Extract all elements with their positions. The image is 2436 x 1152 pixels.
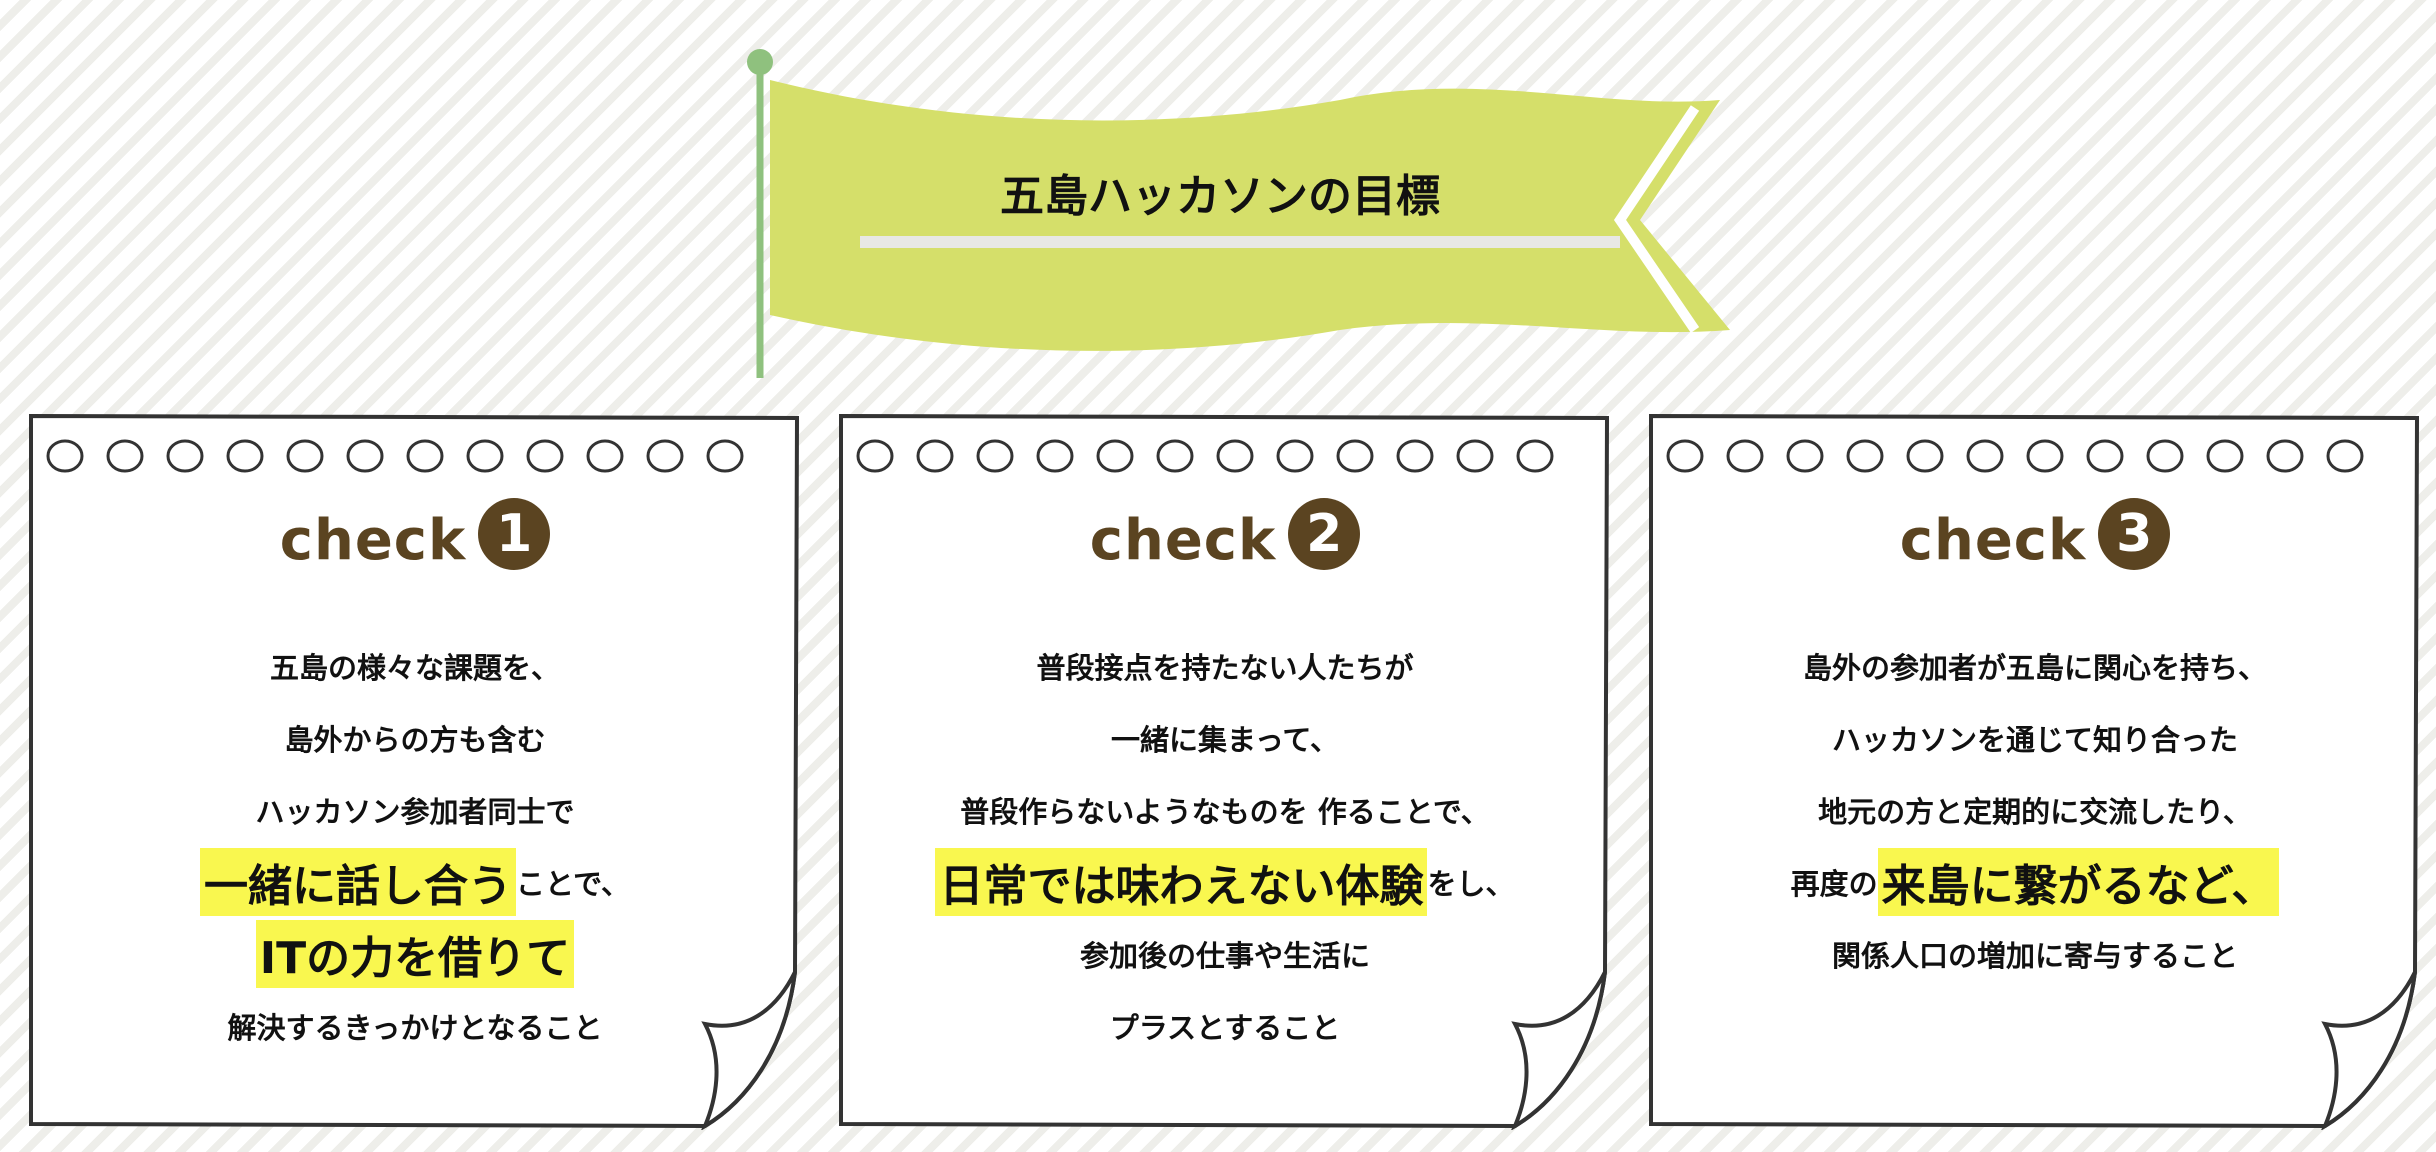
- description-line: 島外からの方も含む: [284, 723, 546, 757]
- check-card-3: check 3 島外の参加者が五島に関心を持ち、ハッカソンを通じて知り合った地元…: [1645, 412, 2425, 1130]
- check-heading: check 2: [835, 497, 1615, 573]
- check-label: check: [1899, 508, 2087, 573]
- binder-ring-icon: [2326, 439, 2364, 473]
- description-line: ITの力を借りて: [25, 918, 805, 990]
- flag-cloth: [770, 80, 1730, 351]
- check-label: check: [1089, 508, 1277, 573]
- goal-description: 五島の様々な課題を、島外からの方も含むハッカソン参加者同士で一緒に話し合うことで…: [25, 630, 805, 1062]
- check-number-badge: 3: [2098, 497, 2171, 570]
- binder-ring-icon: [916, 439, 954, 473]
- binder-ring-icon: [586, 439, 624, 473]
- flag-pole-knob: [747, 49, 773, 75]
- binder-ring-icon: [1786, 439, 1824, 473]
- binder-ring-icon: [1456, 439, 1494, 473]
- binder-ring-icon: [2146, 439, 2184, 473]
- check-number-badge: 2: [1288, 497, 1361, 570]
- description-line: 普段作らないようなものを 作ることで、: [960, 795, 1490, 829]
- page-curl: [1511, 971, 1607, 1130]
- highlighted-phrase: ITの力を借りて: [255, 920, 575, 988]
- binder-ring-icon: [1036, 439, 1074, 473]
- description-line: 日常では味わえない体験をし、: [835, 846, 1615, 918]
- description-line: 関係人口の増加に寄与すること: [1831, 939, 2238, 973]
- binder-ring-icon: [526, 439, 564, 473]
- binder-ring-icon: [1516, 439, 1554, 473]
- line-suffix: ことで、: [516, 867, 630, 901]
- binder-ring-icon: [1156, 439, 1194, 473]
- description-line: プラスとすること: [1109, 1011, 1341, 1045]
- binder-ring-icon: [166, 439, 204, 473]
- check-number-badge: 1: [478, 497, 551, 570]
- binder-ring-icon: [1096, 439, 1134, 473]
- page-title: 五島ハッカソンの目標: [1000, 171, 1440, 222]
- binder-ring-icon: [2206, 439, 2244, 473]
- check-heading: check 1: [25, 497, 805, 573]
- binder-ring-icon: [646, 439, 684, 473]
- binder-ring-icon: [226, 439, 264, 473]
- check-heading: check 3: [1645, 497, 2425, 573]
- line-suffix: をし、: [1427, 867, 1515, 901]
- description-line: 一緒に話し合うことで、: [25, 846, 805, 918]
- highlighted-phrase: 日常では味わえない体験: [935, 848, 1428, 916]
- binder-ring-icon: [1276, 439, 1314, 473]
- binder-ring-icon: [976, 439, 1014, 473]
- binder-ring-icon: [1906, 439, 1944, 473]
- description-line: 五島の様々な課題を、: [269, 651, 560, 685]
- binder-ring-icon: [286, 439, 324, 473]
- binder-ring-icon: [346, 439, 384, 473]
- flag-chevron: [1613, 105, 1700, 333]
- binder-ring-icon: [856, 439, 894, 473]
- highlighted-phrase: 一緒に話し合う: [200, 848, 516, 916]
- description-line: 参加後の仕事や生活に: [1079, 939, 1370, 973]
- binder-ring-icon: [1666, 439, 1704, 473]
- highlighted-phrase: 来島に繋がるなど、: [1877, 848, 2280, 916]
- description-line: 島外の参加者が五島に関心を持ち、: [1802, 651, 2267, 685]
- binder-ring-icon: [106, 439, 144, 473]
- binder-ring-icon: [46, 439, 84, 473]
- description-line: 解決するきっかけとなること: [227, 1011, 603, 1045]
- description-line: 普段接点を持たない人たちが: [1036, 651, 1414, 685]
- notepaper: [29, 413, 800, 1130]
- binder-ring-icon: [1846, 439, 1884, 473]
- line-prefix: 再度の: [1790, 867, 1878, 901]
- check-card-1: check 1 五島の様々な課題を、島外からの方も含むハッカソン参加者同士で一緒…: [25, 412, 805, 1130]
- description-line: 一緒に集まって、: [1111, 723, 1339, 757]
- binder-ring-icon: [1726, 439, 1764, 473]
- binder-ring-icon: [1216, 439, 1254, 473]
- page-curl: [2321, 971, 2417, 1130]
- goal-description: 島外の参加者が五島に関心を持ち、ハッカソンを通じて知り合った地元の方と定期的に交…: [1645, 630, 2425, 990]
- goal-flag-banner: [747, 49, 1730, 378]
- binder-ring-icon: [2086, 439, 2124, 473]
- check-label: check: [279, 508, 467, 573]
- description-line: 地元の方と定期的に交流したり、: [1818, 795, 2252, 829]
- binder-ring-icon: [1966, 439, 2004, 473]
- description-line: 再度の 来島に繋がるなど、: [1645, 846, 2425, 918]
- binder-ring-icon: [706, 439, 744, 473]
- description-line: ハッカソンを通じて知り合った: [1831, 723, 2238, 757]
- goal-description: 普段接点を持たない人たちが一緒に集まって、普段作らないようなものを 作ることで、…: [835, 630, 1615, 1062]
- binder-ring-icon: [2026, 439, 2064, 473]
- binder-ring-icon: [466, 439, 504, 473]
- page-curl: [701, 971, 797, 1130]
- description-line: ハッカソン参加者同士で: [255, 795, 575, 829]
- check-card-2: check 2 普段接点を持たない人たちが一緒に集まって、普段作らないようなもの…: [835, 412, 1615, 1130]
- binder-ring-icon: [2266, 439, 2304, 473]
- binder-ring-icon: [1336, 439, 1374, 473]
- binder-ring-icon: [406, 439, 444, 473]
- binder-ring-icon: [1396, 439, 1434, 473]
- notepaper: [1649, 413, 2420, 1130]
- notepaper: [839, 413, 1610, 1130]
